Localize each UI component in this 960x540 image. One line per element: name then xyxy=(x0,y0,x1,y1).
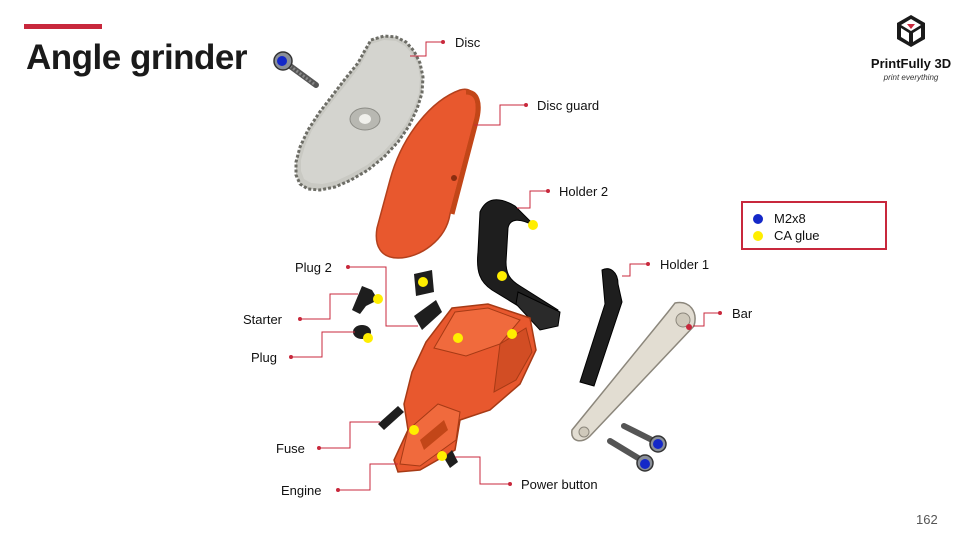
ca-glue-marker xyxy=(507,329,517,339)
brand-logo: PrintFully 3D print everything xyxy=(862,8,960,88)
ca-glue-marker xyxy=(373,294,383,304)
engine-part xyxy=(393,303,537,473)
leader-lines xyxy=(291,41,720,491)
slide-title: Angle grinder xyxy=(26,38,248,77)
disc-guard-part xyxy=(375,88,481,259)
label-holder-2: Holder 2 xyxy=(559,184,609,199)
label-fuse: Fuse xyxy=(276,441,305,456)
ca-glue-marker xyxy=(418,277,428,287)
ca-glue-marker xyxy=(409,425,419,435)
m2x8-marker xyxy=(277,56,287,66)
disc-part xyxy=(294,34,425,192)
bar-part xyxy=(571,301,696,442)
plug-2-part xyxy=(414,270,442,330)
label-bar: Bar xyxy=(732,306,753,321)
cube-logo-icon xyxy=(897,15,925,47)
holder-2-part xyxy=(477,199,561,331)
page-number: 162 xyxy=(916,512,938,527)
label-plug: Plug xyxy=(251,350,278,365)
label-starter: Starter xyxy=(243,312,283,327)
starter-part xyxy=(352,286,378,314)
label-disc-guard: Disc guard xyxy=(537,98,600,113)
legend-label: M2x8 xyxy=(774,211,806,226)
power-button-part xyxy=(444,450,458,468)
yellow-dot-icon xyxy=(753,231,763,241)
label-holder-1: Holder 1 xyxy=(660,257,710,272)
m2x8-marker xyxy=(640,459,650,469)
ca-glue-marker xyxy=(453,333,463,343)
ca-glue-marker xyxy=(363,333,373,343)
label-disc: Disc xyxy=(455,35,481,50)
label-plug-2: Plug 2 xyxy=(295,260,332,275)
label-power-button: Power button xyxy=(521,477,598,492)
blue-dot-icon xyxy=(753,214,763,224)
legend-box: M2x8 CA glue xyxy=(741,201,887,250)
label-engine: Engine xyxy=(281,483,322,498)
ca-glue-marker xyxy=(528,220,538,230)
holder-1-part xyxy=(579,268,623,387)
fuse-part xyxy=(378,406,404,430)
bar-pivot-marker xyxy=(686,324,692,330)
ca-glue-marker xyxy=(497,271,507,281)
title-accent-bar xyxy=(24,24,102,29)
legend-label: CA glue xyxy=(774,228,820,243)
ca-glue-marker xyxy=(437,451,447,461)
m2x8-marker xyxy=(653,439,663,449)
logo-tagline: print everything xyxy=(883,73,939,82)
leader-dots xyxy=(289,40,722,492)
logo-name: PrintFully 3D xyxy=(870,56,952,71)
